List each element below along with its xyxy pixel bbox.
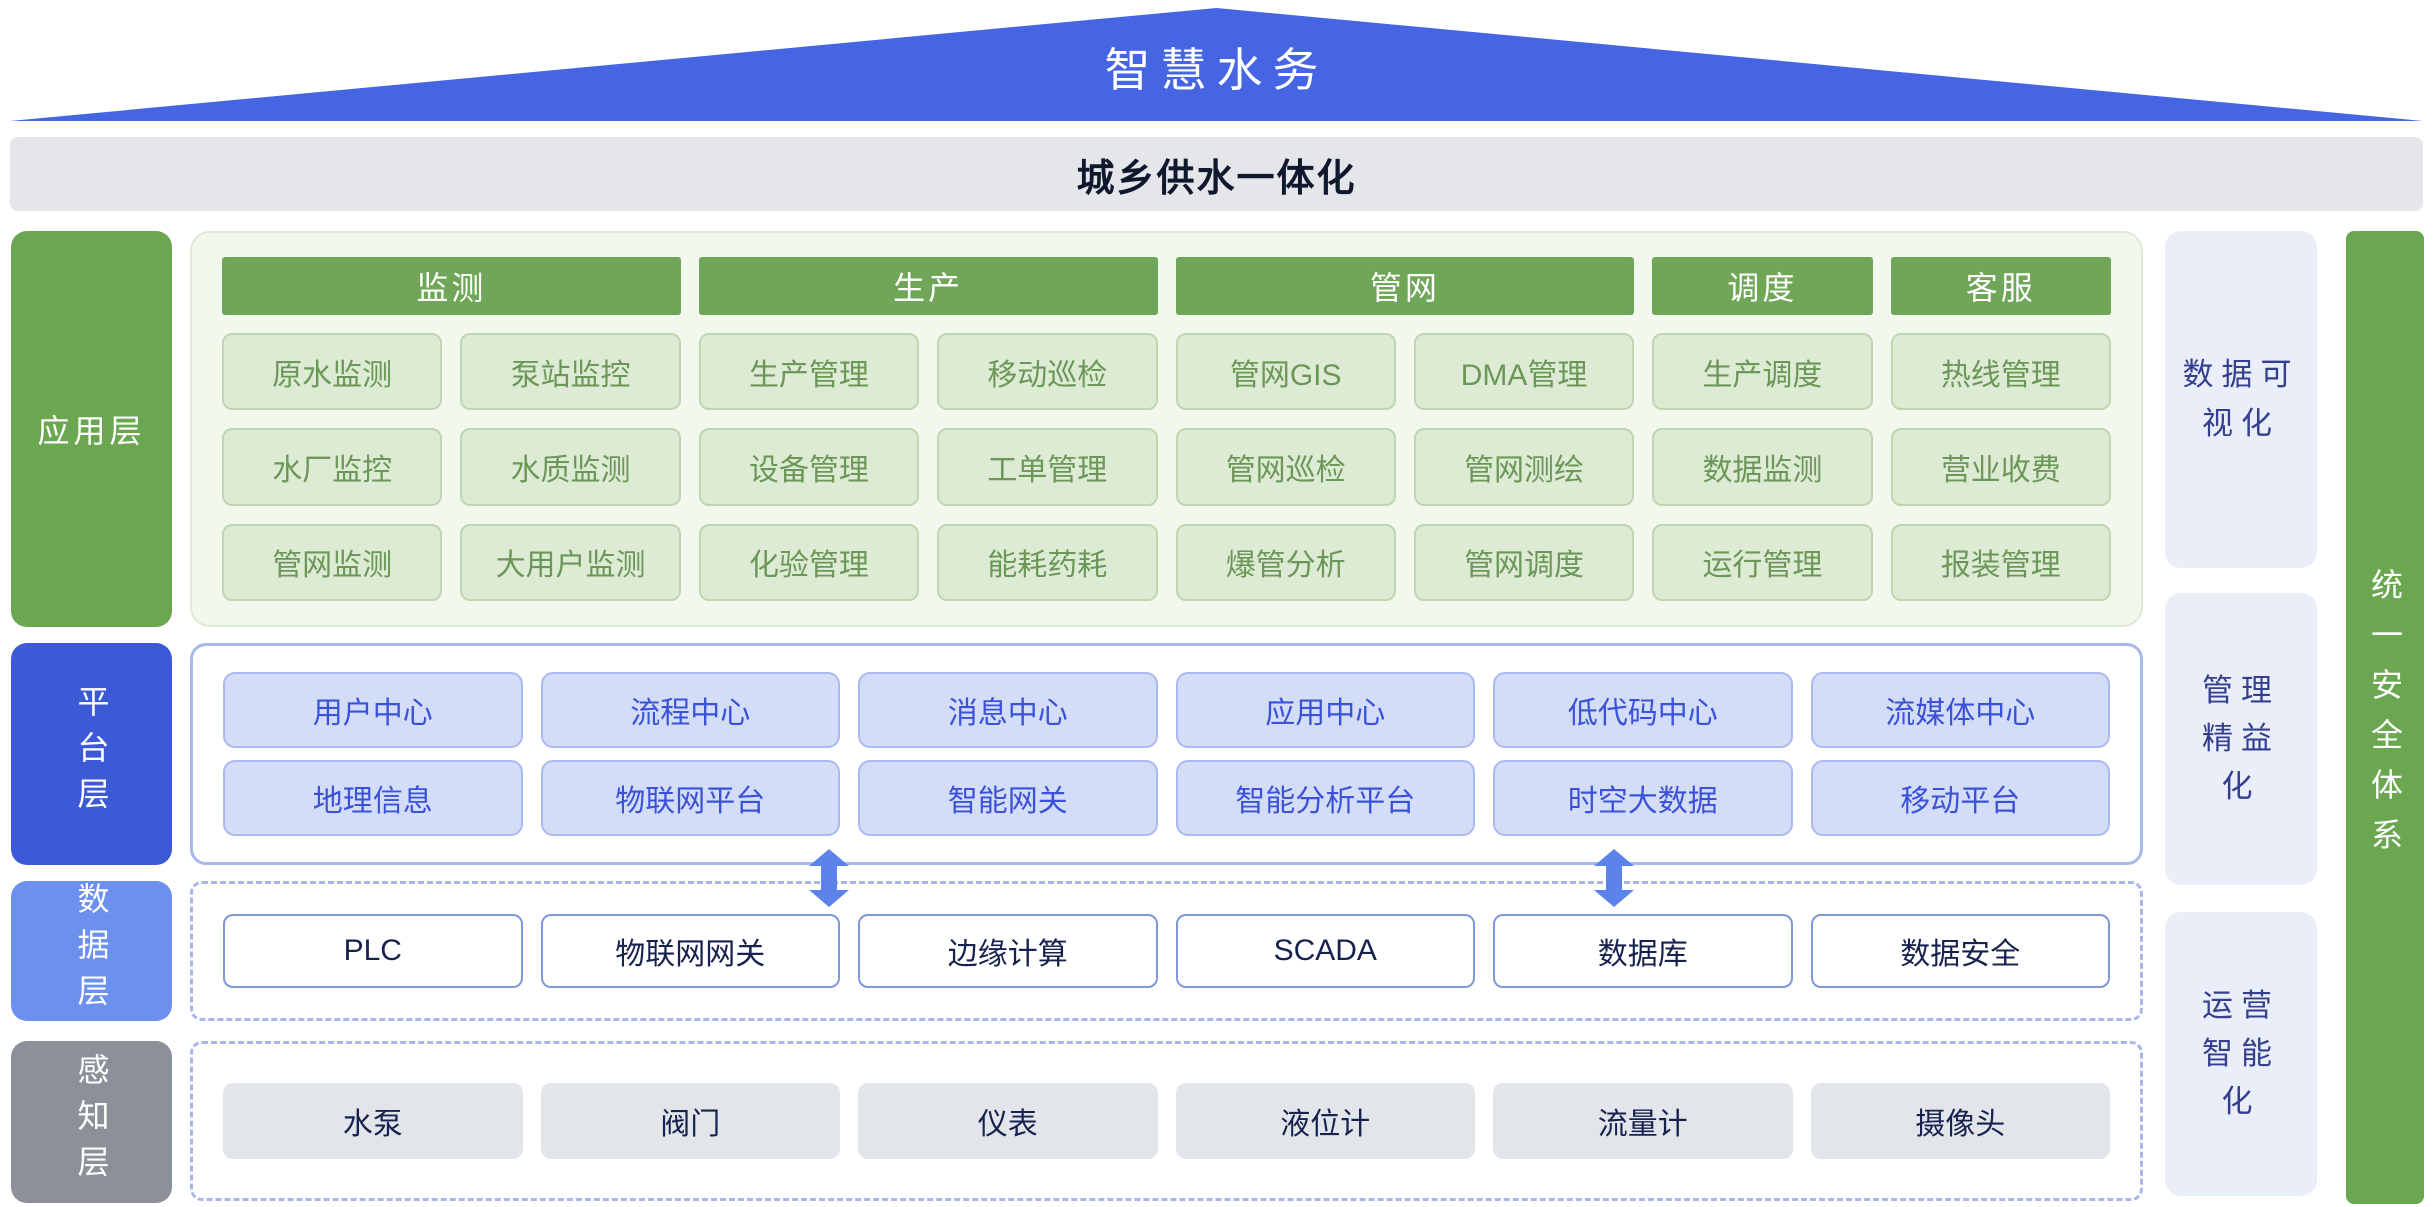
app-module-cell: 管网调度 xyxy=(1413,523,1635,601)
platform-module-cell: 移动平台 xyxy=(1810,760,2110,836)
platform-module-cell: 低代码中心 xyxy=(1493,672,1793,748)
app-group-header: 管网 xyxy=(1175,257,1635,315)
platform-module-cell: 应用中心 xyxy=(1175,672,1475,748)
perception-device-cell: 液位计 xyxy=(1175,1083,1475,1159)
app-module-cell: 移动巡检 xyxy=(937,333,1158,411)
data-module-cell: 边缘计算 xyxy=(858,914,1158,988)
app-module-cell: 数据监测 xyxy=(1652,428,1873,506)
app-module-cell: 管网GIS xyxy=(1175,333,1396,411)
platform-module-cell: 流媒体中心 xyxy=(1810,672,2110,748)
data-module-cell: 物联网网关 xyxy=(540,914,840,988)
data-module-cell: 数据安全 xyxy=(1810,914,2110,988)
platform-layer-panel: 用户中心流程中心消息中心应用中心低代码中心流媒体中心地理信息物联网平台智能网关智… xyxy=(190,643,2143,865)
diagram-title: 智慧水务 xyxy=(1104,45,1329,96)
platform-module-cell: 智能网关 xyxy=(858,760,1158,836)
app-module-cell: 爆管分析 xyxy=(1175,523,1396,601)
platform-module-cell: 智能分析平台 xyxy=(1175,760,1475,836)
platform-module-cell: 用户中心 xyxy=(223,672,523,748)
platform-module-cell: 物联网平台 xyxy=(540,760,840,836)
app-module-cell: 管网监测 xyxy=(222,523,443,601)
app-module-cell: 工单管理 xyxy=(937,428,1158,506)
app-module-cell: 能耗药耗 xyxy=(937,523,1158,601)
app-module-cell: 生产调度 xyxy=(1652,333,1873,411)
double-arrow-icon xyxy=(809,849,849,907)
app-module-cell: 管网巡检 xyxy=(1175,428,1396,506)
app-module-cell: 报装管理 xyxy=(1890,523,2111,601)
app-module-cell: 化验管理 xyxy=(698,523,920,601)
perception-layer-panel: 水泵阀门仪表液位计流量计摄像头 xyxy=(190,1041,2143,1201)
app-module-cell: 水厂监控 xyxy=(222,428,443,506)
data-module-cell: SCADA xyxy=(1175,914,1475,988)
perception-device-cell: 流量计 xyxy=(1493,1083,1793,1159)
platform-module-cell: 消息中心 xyxy=(858,672,1158,748)
data-module-cell: PLC xyxy=(223,914,523,988)
app-module-cell: 生产管理 xyxy=(698,333,920,411)
app-module-cell: 热线管理 xyxy=(1890,333,2111,411)
double-arrow-icon xyxy=(1594,849,1634,907)
app-group-header: 客服 xyxy=(1890,257,2111,315)
platform-module-cell: 地理信息 xyxy=(223,760,523,836)
right-panel-lean-management: 管理 精益 化 xyxy=(2165,593,2317,885)
right-panel-data-visualization: 数据可 视化 xyxy=(2165,231,2317,568)
app-group-header: 调度 xyxy=(1652,257,1873,315)
app-module-cell: 大用户监测 xyxy=(460,523,681,601)
layer-label-platform: 平台层 xyxy=(11,643,172,865)
banner-bar: 城乡供水一体化 xyxy=(10,137,2423,211)
app-module-cell: 水质监测 xyxy=(460,428,681,506)
app-module-cell: 营业收费 xyxy=(1890,428,2111,506)
app-group-header: 生产 xyxy=(698,257,1158,315)
layer-label-perception: 感知层 xyxy=(11,1041,172,1203)
perception-device-cell: 摄像头 xyxy=(1810,1083,2110,1159)
data-module-cell: 数据库 xyxy=(1493,914,1793,988)
platform-module-cell: 时空大数据 xyxy=(1493,760,1793,836)
app-module-cell: 运行管理 xyxy=(1652,523,1873,601)
perception-device-cell: 仪表 xyxy=(858,1083,1158,1159)
security-system-bar: 统一安全体系 xyxy=(2346,231,2424,1204)
platform-module-cell: 流程中心 xyxy=(540,672,840,748)
perception-device-cell: 水泵 xyxy=(223,1083,523,1159)
right-panel-intelligent-operation: 运营 智能 化 xyxy=(2165,912,2317,1196)
app-module-cell: DMA管理 xyxy=(1413,333,1635,411)
layer-label-application: 应用层 xyxy=(11,231,172,627)
app-group-header: 监测 xyxy=(222,257,681,315)
perception-device-cell: 阀门 xyxy=(540,1083,840,1159)
app-module-cell: 设备管理 xyxy=(698,428,920,506)
app-module-cell: 泵站监控 xyxy=(460,333,681,411)
layer-label-data: 数据层 xyxy=(11,881,172,1021)
app-module-cell: 原水监测 xyxy=(222,333,443,411)
app-module-cell: 管网测绘 xyxy=(1413,428,1635,506)
